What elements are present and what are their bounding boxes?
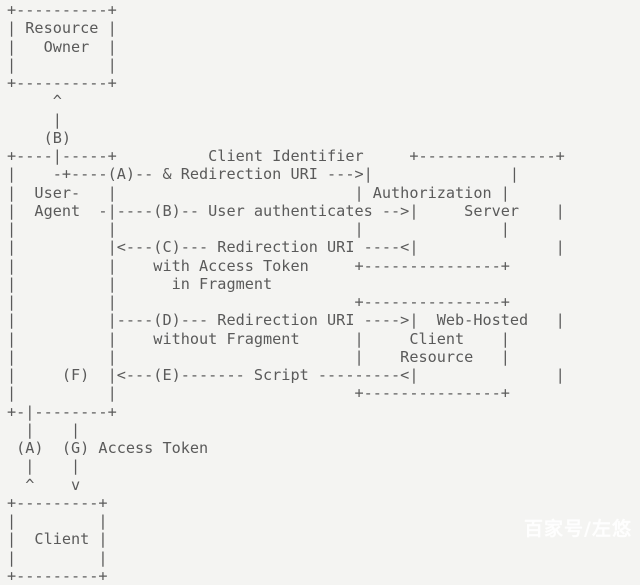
ascii-art-block: +----------+ | Resource | | Owner | | | … (7, 1, 565, 585)
ascii-diagram-canvas: +----------+ | Resource | | Owner | | | … (7, 1, 565, 585)
